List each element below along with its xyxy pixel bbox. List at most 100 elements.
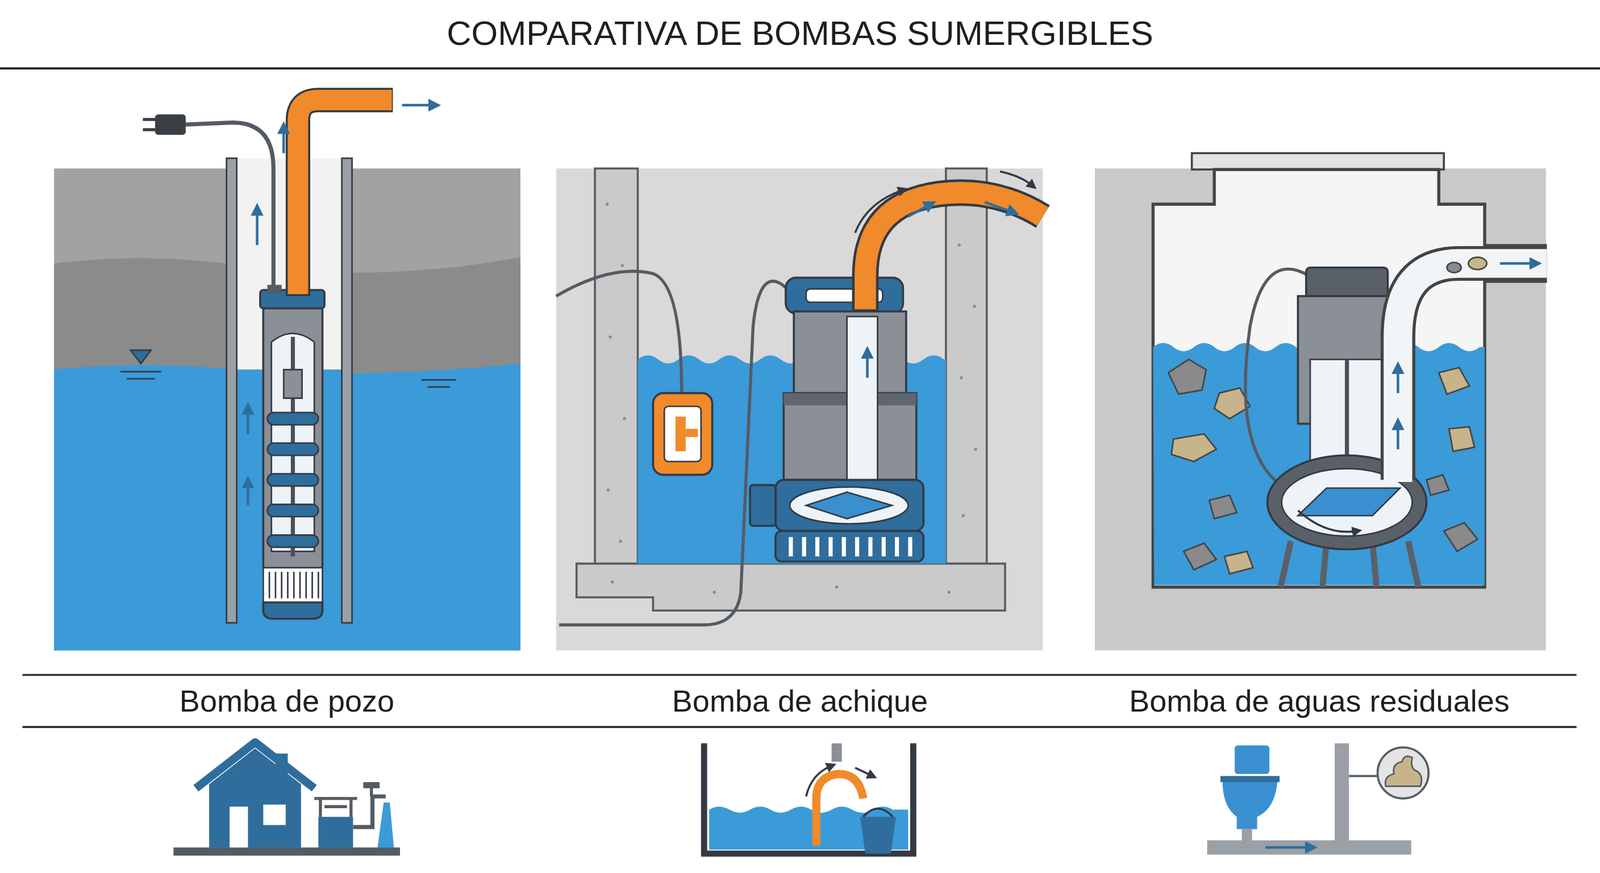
- well-pump-panel-part: [255, 209, 258, 245]
- well-pump-panel-part: [120, 371, 162, 373]
- drainage-pump-panel-part: [946, 168, 987, 567]
- well-pump-panel-part: [297, 100, 392, 294]
- sewage-pump-panel-part: [1297, 488, 1400, 516]
- drainage-pump-panel: [556, 168, 1044, 650]
- rock-part: [1171, 434, 1217, 462]
- drainage-pump-panel-part: [907, 203, 931, 217]
- sewage-pump-panel-part: [1396, 423, 1399, 450]
- rock-part: [1168, 359, 1206, 394]
- drainage-pump-panel-part: [785, 277, 904, 314]
- drainage-pump-panel-part: [865, 352, 869, 378]
- well-pump-panel-part: [185, 122, 274, 293]
- well-pump-panel-part: [297, 100, 393, 297]
- well-pump-panel-part: [142, 127, 156, 131]
- pump-type-caption: Bomba de achique: [672, 682, 928, 719]
- drainage-pump-panel-part-part: [608, 335, 612, 339]
- well-pump-panel-part: [263, 602, 323, 619]
- well-pump-panel-part: [126, 377, 156, 380]
- house-icon-part: [369, 781, 373, 797]
- house-icon-part: [352, 796, 386, 827]
- drainage-pump-panel-part-part: [621, 263, 624, 267]
- drainage-icon-part: [863, 808, 893, 817]
- rock-part: [1426, 474, 1450, 495]
- well-pump-panel-part: [53, 257, 521, 651]
- well-pump-panel-part: [267, 503, 319, 517]
- well-pump-panel-part: [342, 157, 353, 623]
- house-icon-part: [318, 816, 353, 848]
- sewage-pump-panel-part: [1396, 367, 1399, 394]
- drainage-pump-panel-part: [775, 530, 924, 562]
- drainage-pump-panel-part: [664, 406, 702, 462]
- well-pump-panel-part: [226, 157, 237, 623]
- drainage-icon-part: [806, 765, 832, 797]
- well-pump-panel-part: [269, 571, 319, 599]
- rock: [1168, 257, 1487, 574]
- well-pump-panel: [53, 100, 521, 650]
- drainage-pump-panel-part: [605, 202, 978, 594]
- drainage-pump-panel-part: [790, 536, 911, 557]
- house-icon-part: [229, 806, 248, 848]
- drainage-pump-panel-part: [984, 202, 1014, 213]
- house-icon-part: [263, 804, 286, 825]
- well-pump-panel-part: [267, 443, 319, 456]
- drainage-pump-panel-part-part: [973, 447, 977, 451]
- sewage-pump-panel-part: [1468, 257, 1487, 270]
- drainage-pump-panel-part-part: [961, 514, 965, 518]
- sewage-pump-panel-part: [1152, 169, 1485, 587]
- drainage-pump-panel-part-part: [606, 488, 610, 492]
- pump-type-caption: Bomba de aguas residuales: [1128, 682, 1510, 719]
- well-pump-panel-part: [246, 481, 249, 506]
- toilet-icon: [1207, 743, 1429, 855]
- drainage-icon-part: [703, 743, 914, 854]
- drainage-pump-panel-part: [576, 563, 1006, 611]
- well-pump-panel-part: [130, 350, 152, 364]
- well-pump-panel-part: [246, 408, 249, 435]
- drainage-pump-panel-part: [559, 281, 794, 625]
- rock-part: [1468, 257, 1487, 270]
- drainage-pump-panel-part: [750, 484, 776, 526]
- drainage-icon: [703, 743, 914, 854]
- well-pump-panel-part: [402, 103, 435, 107]
- well-pump-panel-part: [142, 117, 156, 121]
- sewage-pump-panel-part: [1094, 168, 1547, 650]
- sewage-pump-panel: [1094, 152, 1548, 650]
- toilet-icon-part: [1222, 780, 1278, 829]
- drainage-pump-panel-part: [594, 168, 638, 567]
- pump-type-caption: Bomba de pozo: [179, 682, 395, 719]
- well-pump-panel-part: [267, 284, 282, 293]
- divider-line-part: [22, 673, 1577, 677]
- drainage-pump-panel-part: [865, 192, 1043, 310]
- drainage-pump-panel-part: [556, 168, 1044, 650]
- toilet-icon-part: [1334, 743, 1349, 846]
- toilet-icon-part: [1385, 756, 1422, 787]
- rock-part: [1438, 367, 1470, 395]
- well-pump-panel-part: [267, 534, 319, 548]
- sewage-pump-panel-part: [1447, 262, 1462, 273]
- sewage-pump-panel-part: [1192, 152, 1445, 170]
- rock-part: [1183, 543, 1216, 570]
- drainage-pump-panel-part: [675, 416, 686, 452]
- sewage-pump-panel-part: [1397, 263, 1547, 482]
- rock-part: [1447, 262, 1462, 273]
- drainage-pump-panel-part: [855, 189, 903, 233]
- drainage-pump-panel-part: [806, 492, 893, 519]
- sewage-pump-panel-part: [1152, 343, 1485, 586]
- well-pump-panel-part: [421, 378, 457, 381]
- drainage-pump-panel-part: [865, 192, 1043, 312]
- drainage-icon-part: [855, 767, 873, 776]
- rock-part: [1209, 494, 1237, 519]
- well-pump-panel-part: [155, 114, 186, 135]
- drainage-pump-panel-part: [556, 271, 682, 393]
- house-icon-part: [314, 798, 357, 817]
- drainage-pump-panel-part-part: [712, 590, 716, 594]
- well-pump-panel-part: [283, 369, 302, 398]
- drainage-icon-part: [860, 816, 897, 854]
- drainage-pump-panel-part-part: [957, 243, 961, 247]
- divider-line: [0, 68, 1600, 727]
- house-icon-part: [377, 802, 394, 848]
- drainage-pump-panel-part-part: [618, 539, 622, 543]
- well-pump-panel-part: [267, 412, 319, 425]
- drainage-pump-panel-part: [775, 479, 924, 531]
